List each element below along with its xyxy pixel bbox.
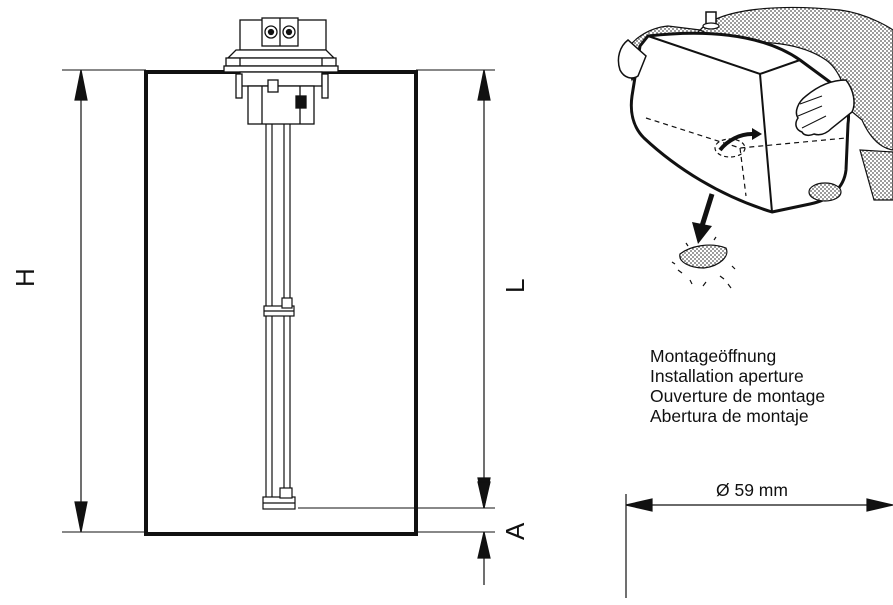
height-dimension (74, 69, 88, 533)
person-leg-shape (859, 149, 893, 201)
caption-french: Ouverture de montage (650, 386, 826, 406)
person-hand (795, 79, 855, 137)
length-label: L (500, 278, 530, 293)
height-label: H (10, 268, 40, 287)
aperture-captions: Montageöffnung Installation aperture Ouv… (650, 346, 825, 426)
caption-spanish: Abertura de montaje (650, 406, 809, 426)
offset-dimension (477, 481, 491, 585)
tank-outline (144, 70, 418, 536)
sensor-head (223, 17, 339, 125)
drain-arrow (699, 193, 715, 227)
person-left-hand (617, 39, 647, 79)
caption-german: Montageöffnung (650, 346, 777, 366)
diameter-label: Ø 59 mm (716, 480, 788, 500)
caption-english: Installation aperture (650, 366, 804, 386)
aperture-curved-arrow (718, 132, 753, 152)
tank-dashed-line (645, 117, 847, 197)
probe-float-upper (263, 297, 295, 317)
debris-particles (671, 236, 736, 289)
offset-label: A (500, 522, 530, 540)
diameter-dimension (625, 494, 893, 598)
probe-float-lower (262, 487, 296, 510)
tank-front-edge (647, 35, 801, 213)
length-dimension (477, 69, 491, 509)
tank-illustration (617, 6, 893, 289)
person-body-shape (699, 6, 893, 151)
extension-lines (62, 69, 495, 533)
